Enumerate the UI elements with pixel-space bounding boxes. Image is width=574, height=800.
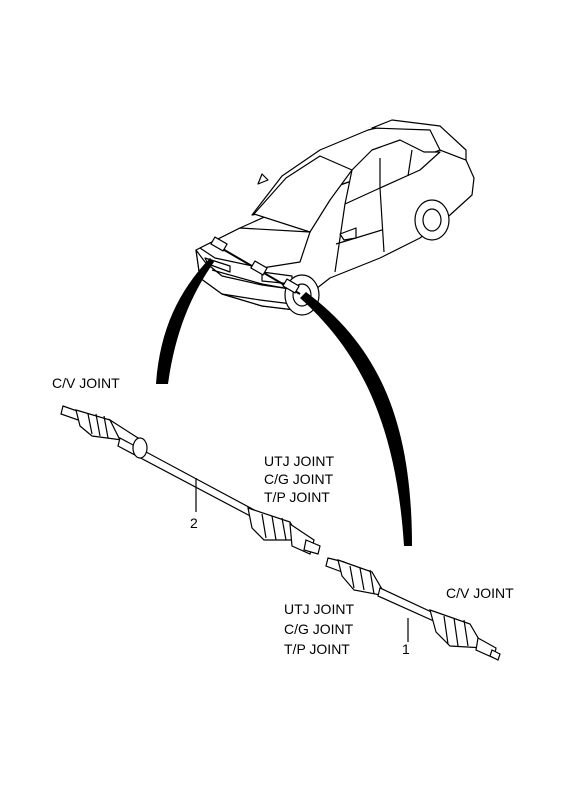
part-number-2: 2 [190, 515, 198, 531]
label-left-utj-joint: UTJ JOINT [264, 453, 334, 469]
label-left-cv-joint: C/V JOINT [52, 375, 120, 391]
car-illustration [195, 119, 475, 316]
label-right-cg-joint: C/G JOINT [284, 621, 354, 637]
label-right-cv-joint: C/V JOINT [446, 585, 514, 601]
left-drive-shaft [60, 405, 321, 555]
label-right-utj-joint: UTJ JOINT [284, 601, 354, 617]
label-left-tp-joint: T/P JOINT [264, 489, 330, 505]
label-left-cg-joint: C/G JOINT [264, 471, 334, 487]
label-right-tp-joint: T/P JOINT [284, 641, 350, 657]
pointer-arrows [156, 258, 412, 546]
right-pointer-arrow [300, 292, 412, 546]
right-drive-shaft [325, 557, 501, 661]
part-number-1: 1 [402, 641, 410, 657]
left-pointer-arrow [156, 258, 214, 384]
